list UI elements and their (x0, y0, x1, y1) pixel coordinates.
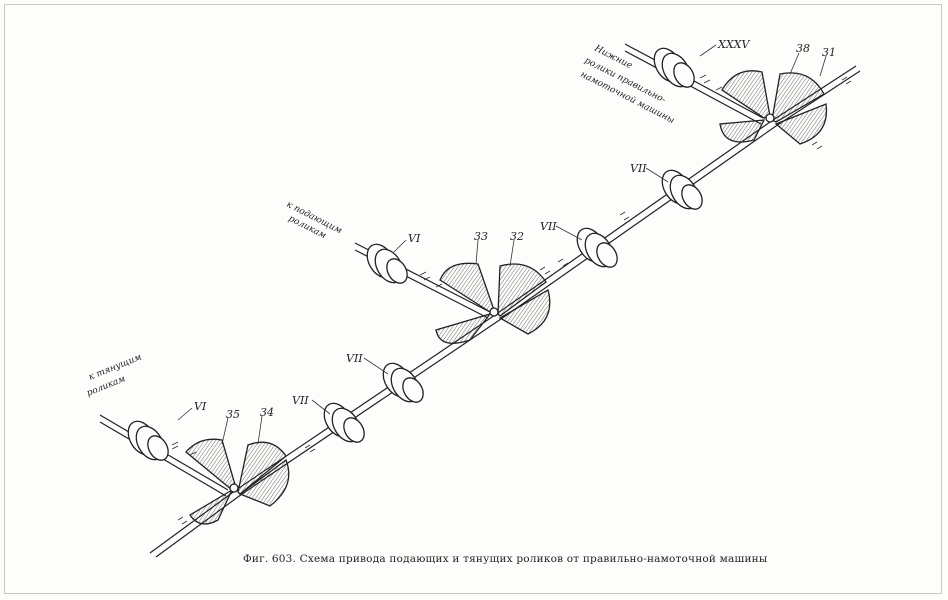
label-gear-33: 33 (474, 230, 488, 243)
gear-pair-upper (719, 70, 828, 145)
note-mid: к подающим роликам (285, 200, 344, 241)
gear-pair-middle (435, 262, 551, 344)
coupling-vi-mid (366, 243, 408, 284)
coupling-vii-3 (576, 227, 618, 268)
coupling-vi-low (127, 420, 169, 461)
label-shaft-vi-low: VI (194, 400, 207, 413)
label-shaft-vii-3: VII (540, 220, 557, 233)
coupling-vii-4 (661, 169, 703, 210)
label-shaft-vii-1: VII (292, 394, 309, 407)
label-shaft-vii-4: VII (630, 162, 647, 175)
label-gear-34: 34 (260, 406, 274, 419)
coupling-vii-1 (323, 402, 365, 443)
note-low: к тянущим роликам (85, 352, 143, 398)
diagram-frame (4, 4, 942, 594)
label-gear-32: 32 (510, 230, 524, 243)
label-shaft-vii-2: VII (346, 352, 363, 365)
label-gear-31: 31 (822, 46, 836, 59)
label-gear-38: 38 (796, 42, 810, 55)
coupling-vii-2 (382, 362, 424, 403)
gear-pair-lower (185, 438, 290, 525)
label-gear-35: 35 (226, 408, 240, 421)
label-shaft-vi-mid: VI (408, 232, 421, 245)
label-shaft-xxxv: XXXV (717, 38, 750, 51)
coupling-xxxv (653, 47, 695, 88)
figure-caption: Фиг. 603. Схема привода подающих и тянущ… (243, 553, 768, 565)
leader-lines (177, 44, 827, 445)
